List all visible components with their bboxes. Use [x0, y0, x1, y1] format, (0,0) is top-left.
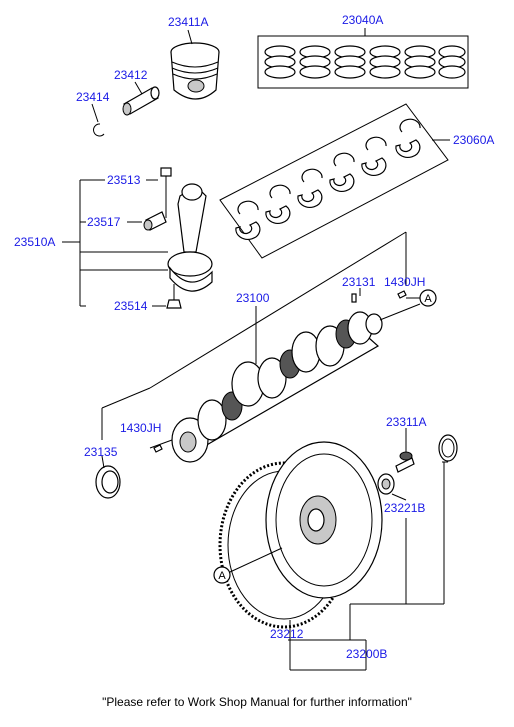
label-ring-gear: 23212: [270, 627, 304, 641]
flywheel-drawing: [265, 441, 383, 599]
label-conrod-bolt: 23513: [107, 173, 141, 187]
svg-text:A: A: [218, 570, 226, 582]
leader-marker-a2: [229, 547, 283, 573]
label-piston-pin: 23412: [114, 68, 148, 82]
label-bushing: 23221B: [384, 501, 425, 515]
label-oil-seal: 23135: [84, 445, 118, 459]
flywheel-bolt-drawing: [395, 451, 415, 473]
flywheel-bracket: [288, 462, 445, 671]
spacer-ring-drawing: [438, 434, 458, 462]
label-main-bearing: 23060A: [453, 133, 494, 147]
label-crankshaft: 23100: [236, 291, 270, 305]
svg-text:A: A: [424, 293, 432, 305]
label-conrod-nut: 23514: [114, 299, 148, 313]
ring-set-drawing: [257, 35, 469, 89]
snap-ring-drawing: [93, 123, 105, 137]
oil-seal-drawing: [95, 465, 121, 499]
crankshaft-drawing: [149, 290, 421, 463]
ref-marker-a-top: A: [419, 289, 437, 307]
leader-oil-seal: [101, 455, 105, 469]
label-snap-ring: 23414: [76, 90, 110, 104]
leader-snap-ring: [91, 103, 99, 123]
label-crank-pin: 23131: [342, 275, 376, 289]
bushing-drawing: [377, 473, 395, 495]
label-ring-set: 23040A: [342, 13, 383, 27]
label-flywheel-assy: 23200B: [346, 647, 387, 661]
conrod-bracket: [62, 179, 168, 307]
label-conrod-assy: 23510A: [14, 235, 55, 249]
label-flywheel-bolt: 23311A: [386, 415, 426, 429]
label-key-front: 1430JH: [384, 275, 425, 289]
piston-drawing: [170, 42, 220, 100]
piston-pin-drawing: [122, 86, 160, 116]
label-piston: 23411A: [168, 15, 208, 29]
main-bearing-drawing: [219, 103, 449, 259]
conrod-drawing: [143, 167, 213, 309]
crankshaft-bracket: [101, 231, 407, 440]
footer-note: "Please refer to Work Shop Manual for fu…: [102, 695, 412, 709]
label-conrod-bushing: 23517: [87, 215, 121, 229]
label-key-rear: 1430JH: [120, 421, 161, 435]
leader-bushing: [391, 493, 407, 501]
leader-piston: [187, 29, 193, 45]
marker-a-bottom: A: [213, 566, 231, 584]
leader-pin: [134, 81, 143, 95]
